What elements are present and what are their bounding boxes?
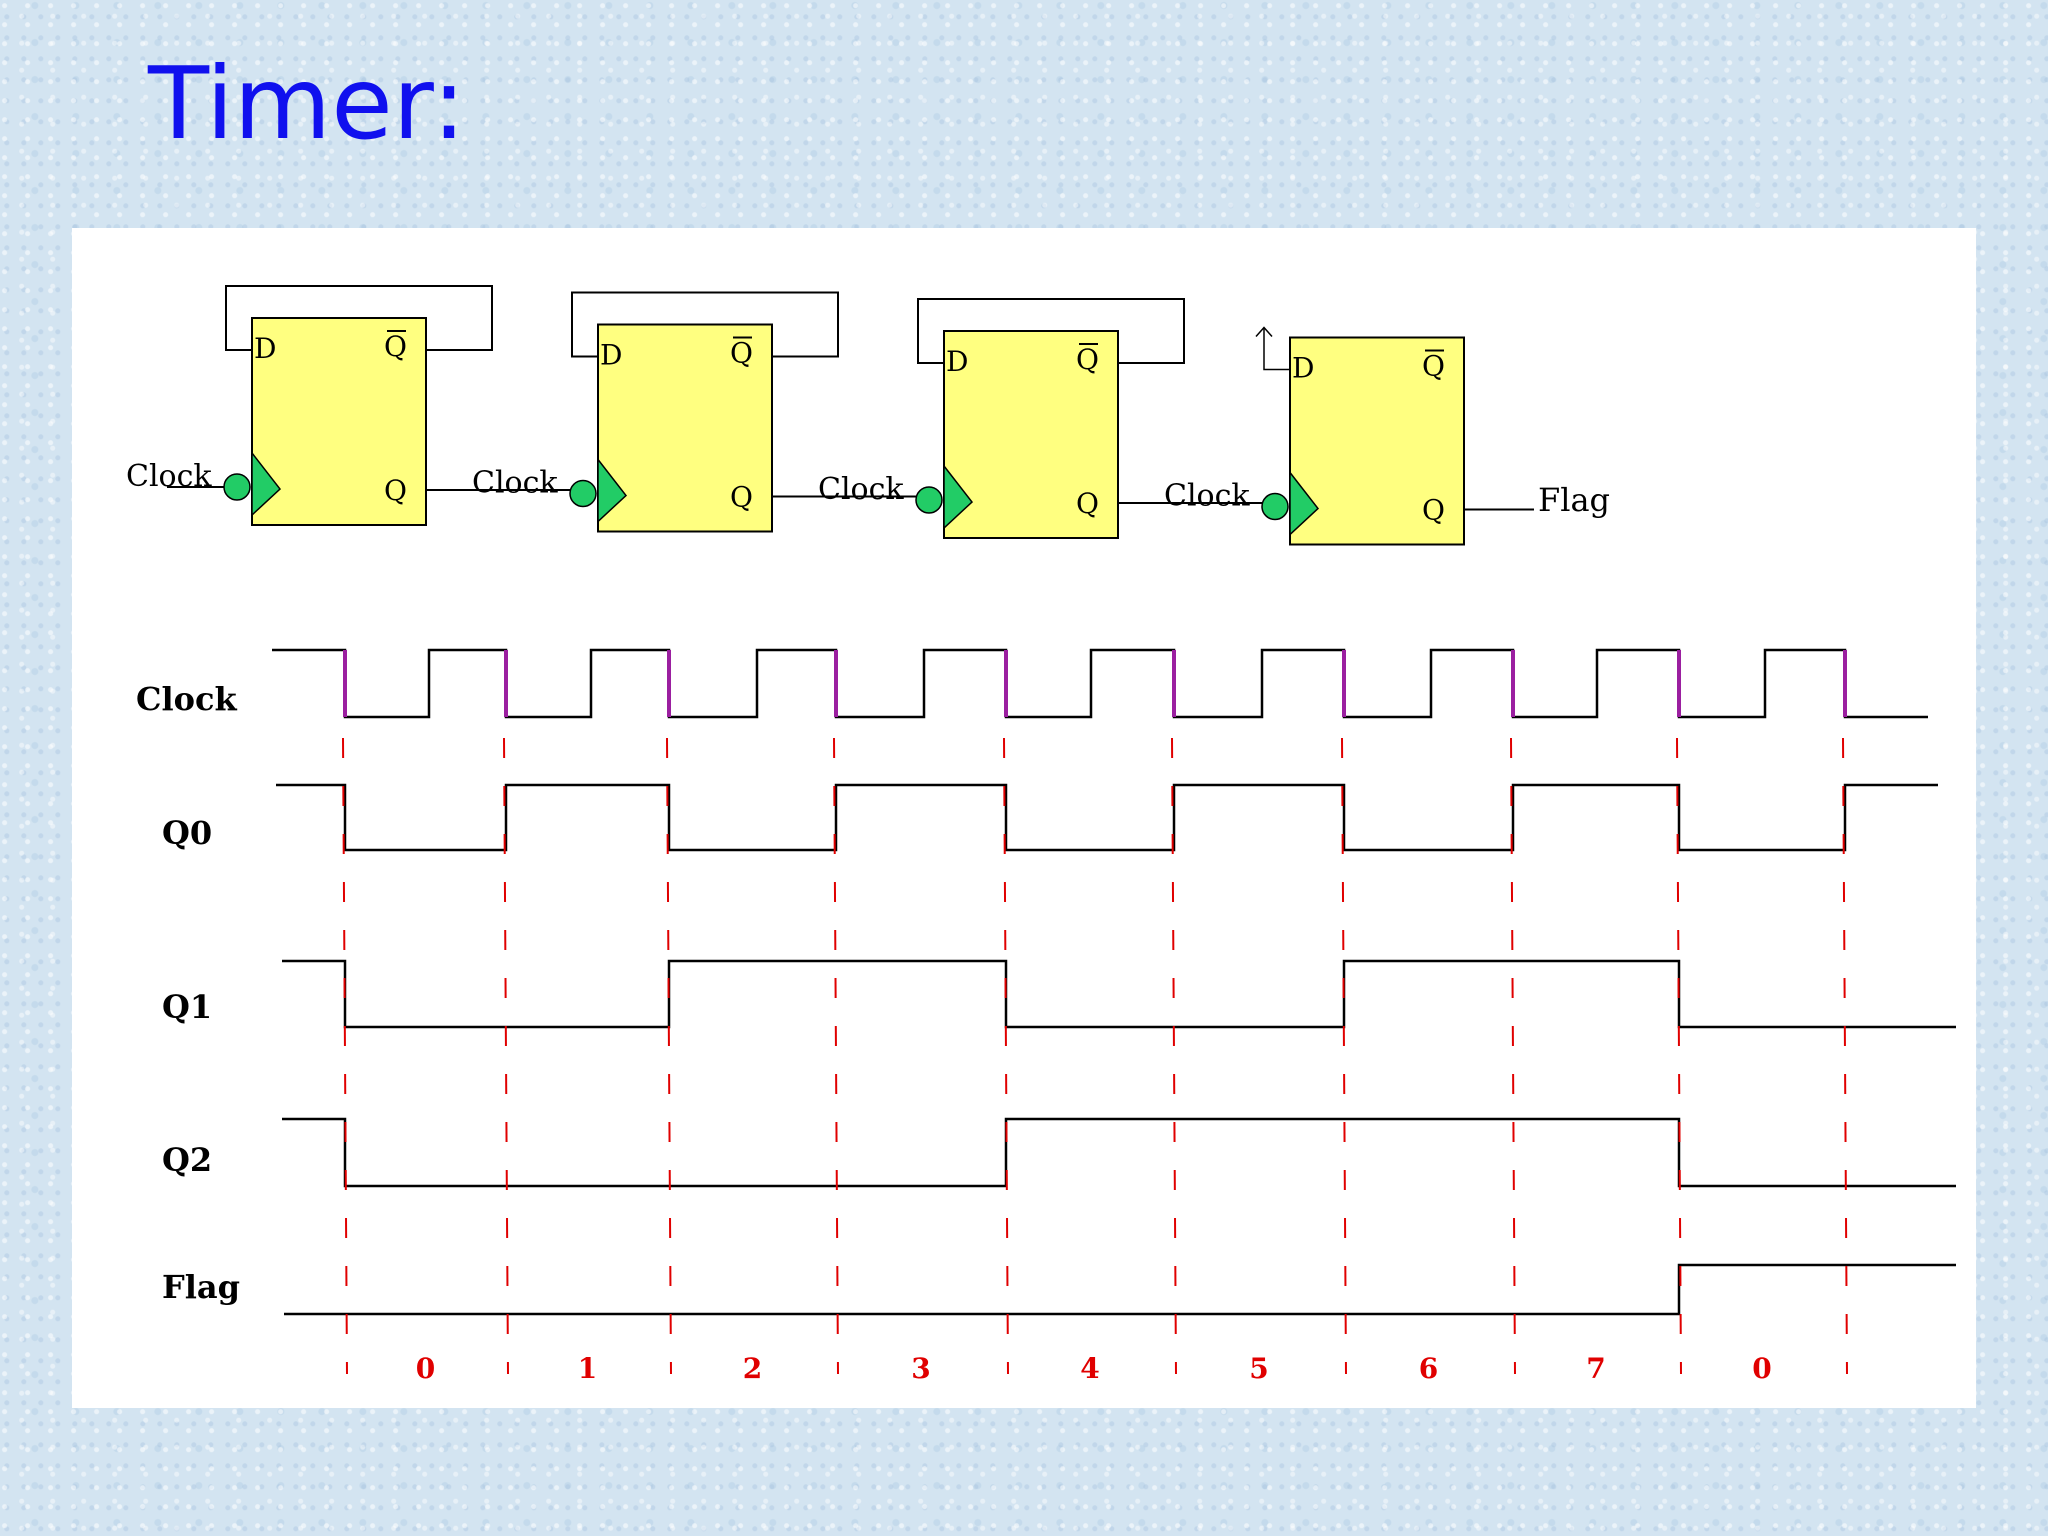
edge-guide-dash	[503, 737, 509, 1375]
flip-flop-2: D Q Q Clock	[818, 298, 1262, 539]
flip-flop-body	[943, 330, 1119, 539]
clock-bubble	[1261, 492, 1289, 521]
feedback-wire	[571, 291, 839, 358]
count-label: 0	[1752, 1352, 1771, 1385]
waveform-flag	[284, 1263, 1956, 1316]
edge-guide-dash	[833, 737, 839, 1375]
clock-input-label: Clock	[818, 472, 904, 507]
feedback-wire	[225, 285, 493, 351]
clock-bubble	[223, 473, 251, 501]
q-output-label: Q	[730, 481, 753, 514]
flag-output-label: Flag	[1538, 481, 1610, 519]
feedback-wire	[917, 298, 1185, 364]
edge-guide-dash	[1510, 737, 1516, 1375]
clock-bubble	[915, 486, 943, 514]
d-input-label: D	[1292, 352, 1314, 385]
clock-input-label: Clock	[1164, 479, 1250, 514]
edge-guide-dash	[1341, 737, 1347, 1375]
waveform-q0	[276, 783, 1938, 852]
edge-guide-dash	[1171, 737, 1177, 1375]
d-input-label: D	[946, 345, 968, 378]
clock-input-label: Clock	[472, 466, 558, 501]
signal-label-flag: Flag	[162, 1268, 240, 1306]
clock-waveform	[272, 648, 1928, 719]
waveform-q1	[282, 959, 1956, 1029]
q-output-label: Q	[1076, 487, 1099, 520]
signal-label-clock: Clock	[136, 680, 237, 718]
q-bar-label: Q	[1422, 350, 1445, 383]
q-output-label: Q	[384, 474, 407, 507]
count-label: 7	[1586, 1352, 1605, 1385]
q-bar-label: Q	[1076, 343, 1099, 376]
flip-flop-1: D Q Q Clock	[472, 291, 916, 533]
count-label: 0	[416, 1352, 435, 1385]
clock-triangle	[251, 450, 282, 517]
edge-guide-dash	[666, 737, 672, 1375]
q-output-label: Q	[1422, 494, 1445, 527]
count-label: 1	[578, 1352, 597, 1385]
arrow-up-icon	[1255, 326, 1273, 337]
edge-guide-dash	[1003, 737, 1009, 1375]
count-label: 5	[1249, 1352, 1268, 1385]
flip-flop-0: D Q Q Clock	[126, 285, 570, 526]
flip-flop-body	[251, 317, 427, 526]
feedback-stub	[1263, 327, 1290, 371]
count-label: 6	[1419, 1352, 1438, 1385]
clock-triangle	[1289, 470, 1320, 537]
signal-label-q0: Q0	[162, 814, 212, 852]
q-bar-label: Q	[730, 337, 753, 370]
signal-label-q1: Q1	[162, 988, 212, 1026]
count-label: 3	[911, 1352, 930, 1385]
signal-label-q2: Q2	[162, 1141, 212, 1179]
edge-guide-dash	[342, 737, 348, 1375]
flip-flop-3: D Q Q Clock	[1164, 326, 1534, 546]
d-input-label: D	[600, 339, 622, 372]
clock-triangle	[597, 457, 628, 524]
flip-flop-body	[597, 323, 773, 533]
q-bar-label: Q	[384, 330, 407, 363]
slide-title: Timer:	[148, 45, 466, 162]
flip-flop-body	[1289, 336, 1465, 546]
clock-triangle	[943, 463, 974, 530]
waveform-q2	[282, 1117, 1956, 1188]
clock-input-label: Clock	[126, 459, 212, 494]
d-input-label: D	[254, 332, 276, 365]
clock-bubble	[569, 479, 597, 508]
edge-guide-dash	[1842, 737, 1848, 1375]
edge-guide-dash	[1676, 737, 1682, 1375]
count-label: 4	[1080, 1352, 1099, 1385]
count-label: 2	[743, 1352, 762, 1385]
